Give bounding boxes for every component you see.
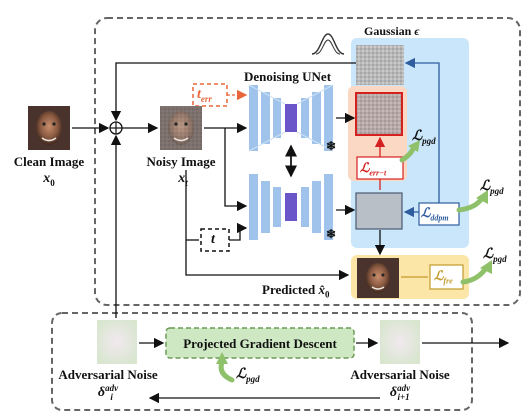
loss-pgd-bottom: ℒpgd bbox=[236, 367, 260, 384]
predicted-image bbox=[357, 258, 399, 298]
unet-top bbox=[248, 84, 334, 152]
clean-image bbox=[28, 106, 70, 150]
noisy-image-symbol: xt bbox=[178, 171, 188, 188]
predicted-noise-2-image bbox=[355, 192, 403, 230]
clean-image-symbol: x0 bbox=[43, 171, 55, 188]
frozen-snowflake-icon-bottom: ❄ bbox=[326, 227, 337, 241]
adversarial-noise-left-image bbox=[97, 320, 137, 364]
loss-pgd-top: ℒpgd bbox=[412, 129, 436, 146]
adversarial-noise-right-label: Adversarial Noise bbox=[350, 367, 450, 382]
pgd-box bbox=[165, 327, 355, 359]
adversarial-noise-left-label: Adversarial Noise bbox=[58, 367, 158, 382]
gaussian-noise-image bbox=[356, 45, 404, 85]
unet-bottom bbox=[249, 174, 333, 240]
lower-dashed-frame bbox=[51, 312, 473, 411]
noisy-image bbox=[160, 106, 202, 150]
bell-curve-icon bbox=[311, 33, 345, 55]
predicted-noise-image bbox=[355, 92, 403, 136]
gaussian-label: Gaussian ϵ bbox=[364, 24, 420, 38]
l-fre-box bbox=[429, 264, 464, 290]
upper-dashed-frame bbox=[94, 17, 521, 306]
loss-pgd-pred: ℒpgd bbox=[483, 247, 507, 264]
denoising-unet-label: Denoising UNet bbox=[244, 69, 332, 84]
clean-image-label: Clean Image bbox=[13, 154, 85, 169]
noisy-image-label: Noisy Image bbox=[146, 154, 216, 169]
predicted-label: Predicted x̂0 bbox=[262, 282, 330, 300]
pgd-label: Projected Gradient Descent bbox=[183, 336, 337, 351]
t-label: t bbox=[211, 232, 215, 247]
frozen-snowflake-icon-top: ❄ bbox=[326, 139, 337, 153]
loss-ddpm: ℒddpm bbox=[421, 205, 449, 223]
loss-err-t: ℒerr−t bbox=[360, 160, 387, 178]
loss-pgd-right: ℒpgd bbox=[480, 179, 504, 196]
loss-fre: ℒfre bbox=[434, 268, 453, 286]
t-box bbox=[200, 228, 230, 252]
t-err-label: terr bbox=[197, 87, 212, 104]
adversarial-noise-right-image bbox=[380, 320, 420, 364]
